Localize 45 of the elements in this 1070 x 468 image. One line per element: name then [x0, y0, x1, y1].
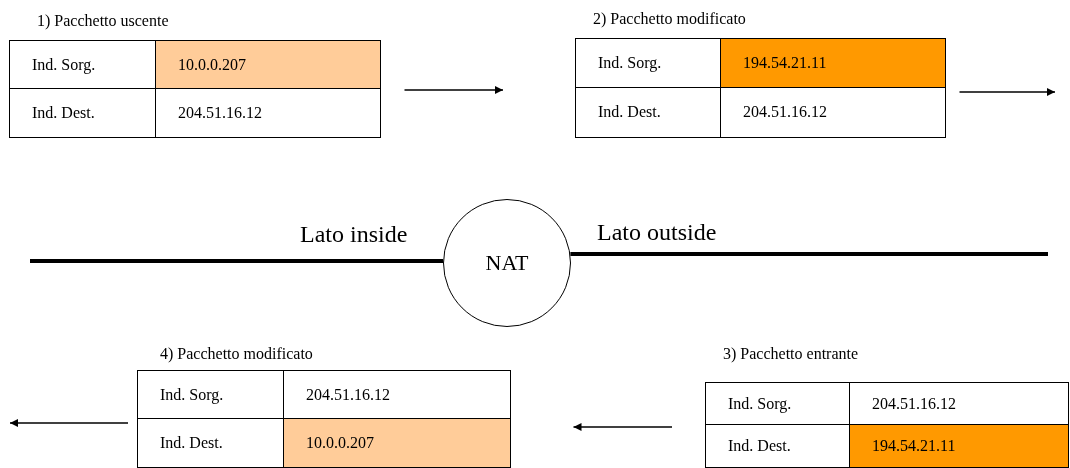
circle-label: NAT — [485, 250, 529, 276]
table-cell — [155, 40, 381, 90]
table-cell — [720, 38, 946, 89]
table-cell — [9, 40, 157, 90]
network-line — [570, 252, 1048, 256]
cell-text: 204.51.16.12 — [306, 385, 390, 404]
table-cell — [283, 418, 511, 468]
table-cell — [575, 87, 722, 138]
cell-text: 204.51.16.12 — [743, 103, 827, 122]
cell-text: Ind. Dest. — [160, 433, 223, 452]
cell-text: 10.0.0.207 — [306, 433, 374, 452]
cell-text: Ind. Sorg. — [728, 394, 792, 413]
network-line — [30, 259, 444, 263]
cell-text: 204.51.16.12 — [872, 394, 956, 413]
cell-text: 204.51.16.12 — [178, 103, 262, 122]
cell-text: Ind. Dest. — [598, 103, 661, 122]
table-cell — [137, 370, 285, 420]
arrow — [9, 419, 129, 427]
packet-heading: 4) Pacchetto modificato — [160, 345, 313, 363]
edge-label: Lato inside — [300, 222, 408, 246]
packet-heading: 2) Pacchetto modificato — [593, 10, 746, 28]
table-cell — [9, 88, 157, 138]
cell-text: Ind. Dest. — [728, 436, 791, 455]
table-cell — [849, 382, 1069, 426]
arrow — [403, 86, 504, 94]
cell-text: 194.54.21.11 — [872, 436, 956, 455]
packet-heading: 1) Pacchetto uscente — [37, 12, 169, 30]
cell-text: 194.54.21.11 — [743, 54, 827, 73]
cell-text: 10.0.0.207 — [178, 55, 246, 74]
cell-text: Ind. Sorg. — [598, 54, 662, 73]
table-cell — [720, 87, 946, 138]
cell-text: Ind. Sorg. — [160, 385, 224, 404]
table-cell — [155, 88, 381, 138]
cell-text: Ind. Dest. — [32, 103, 95, 122]
table-cell — [137, 418, 285, 468]
packet-heading: 3) Pacchetto entrante — [723, 345, 859, 363]
table-cell — [283, 370, 511, 420]
table-cell — [575, 38, 722, 89]
arrow — [572, 423, 673, 431]
arrow — [958, 88, 1056, 96]
table-cell — [849, 424, 1069, 468]
table-cell — [705, 424, 851, 468]
table-cell — [705, 382, 851, 426]
cell-text: Ind. Sorg. — [32, 55, 96, 74]
edge-label: Lato outside — [597, 220, 717, 244]
